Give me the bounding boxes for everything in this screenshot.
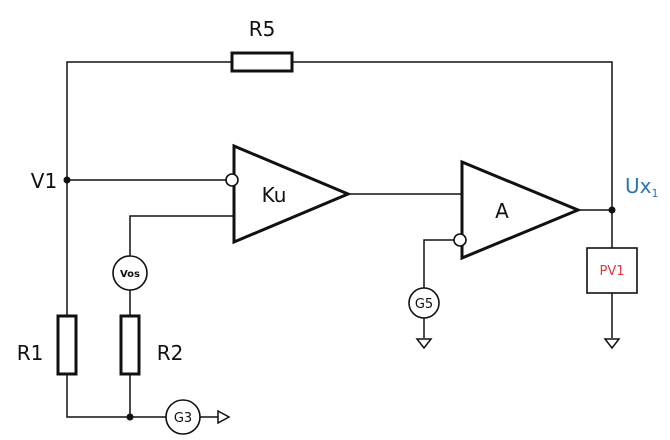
label-r1: R1 [17, 341, 44, 365]
wire-r1-bottom [66, 374, 166, 418]
ground-g3-icon [217, 409, 231, 425]
label-g5: G5 [415, 297, 433, 312]
resistor-r1 [56, 314, 78, 376]
meter-pv1 [586, 247, 638, 294]
label-ux-main: Ux [625, 174, 652, 198]
label-r2: R2 [157, 341, 184, 365]
junction-v1 [63, 176, 71, 184]
generator-g3 [165, 399, 201, 435]
label-a: A [495, 199, 509, 223]
junction-bottom [126, 413, 134, 421]
amplifier-ku [232, 143, 352, 245]
label-ux-subscript: 1 [651, 187, 658, 200]
label-r5: R5 [249, 17, 276, 41]
wire-feedback-right [292, 61, 613, 210]
resistor-r5 [230, 51, 294, 73]
label-g3: G3 [174, 411, 192, 426]
ku-inverting-input-bubble [225, 173, 239, 187]
wire-feedback-left [66, 61, 232, 322]
source-vos [112, 255, 148, 291]
resistor-r2 [119, 314, 141, 376]
ground-g5-icon [415, 338, 433, 350]
label-pv1: PV1 [599, 264, 624, 279]
amplifier-a [460, 159, 582, 261]
ground-pv1-icon [603, 338, 621, 350]
label-vos: Vos [120, 269, 140, 280]
junction-ux [608, 206, 616, 214]
label-v1: V1 [31, 169, 57, 193]
wires [66, 61, 613, 418]
wire-ku-vos [129, 215, 234, 256]
wire-a-g5 [423, 239, 455, 288]
generator-g5 [408, 287, 440, 319]
label-ux: Ux1 [625, 174, 658, 200]
label-ku: Ku [262, 183, 287, 207]
a-inverting-input-bubble [453, 233, 467, 247]
